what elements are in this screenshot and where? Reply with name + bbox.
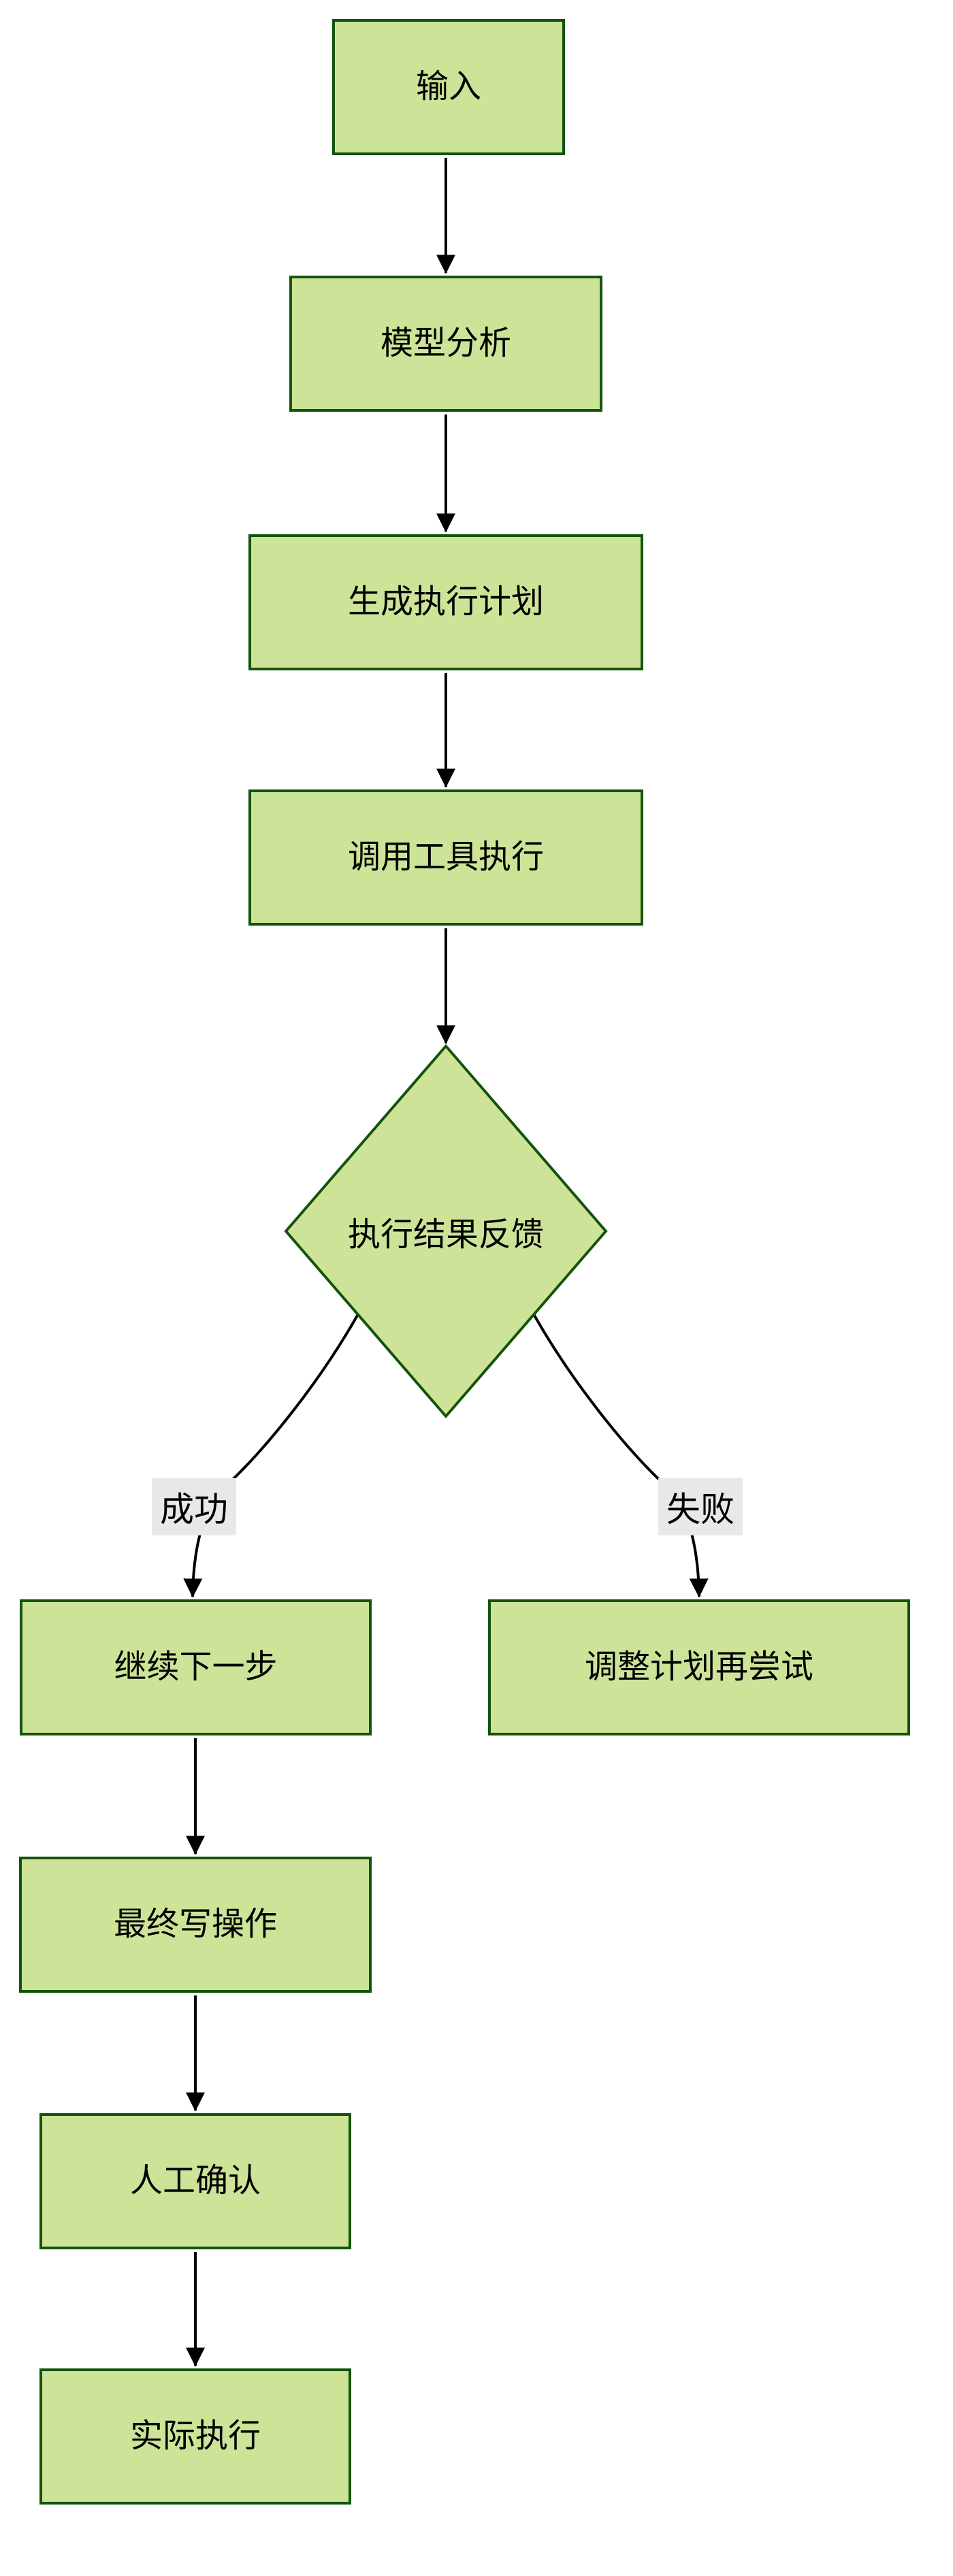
edge-label-failure: 失败 bbox=[658, 1478, 743, 1535]
edge-feedback-failure bbox=[532, 1314, 709, 1598]
node-input: 输入 bbox=[332, 19, 565, 155]
node-actual-execute: 实际执行 bbox=[39, 2368, 351, 2505]
node-adjust-retry: 调整计划再尝试 bbox=[488, 1599, 910, 1735]
node-human-confirm: 人工确认 bbox=[39, 2113, 351, 2249]
node-result-feedback-label: 执行结果反馈 bbox=[347, 1217, 544, 1253]
node-continue-next: 继续下一步 bbox=[20, 1599, 372, 1735]
node-generate-plan: 生成执行计划 bbox=[248, 534, 643, 670]
node-model-analysis: 模型分析 bbox=[289, 276, 602, 412]
edge-feedback-success bbox=[183, 1314, 359, 1598]
node-call-tools: 调用工具执行 bbox=[248, 789, 643, 926]
edge-label-success: 成功 bbox=[152, 1478, 236, 1535]
node-final-write: 最终写操作 bbox=[19, 1857, 372, 1993]
node-feedback-diamond-shape bbox=[284, 1043, 608, 1419]
